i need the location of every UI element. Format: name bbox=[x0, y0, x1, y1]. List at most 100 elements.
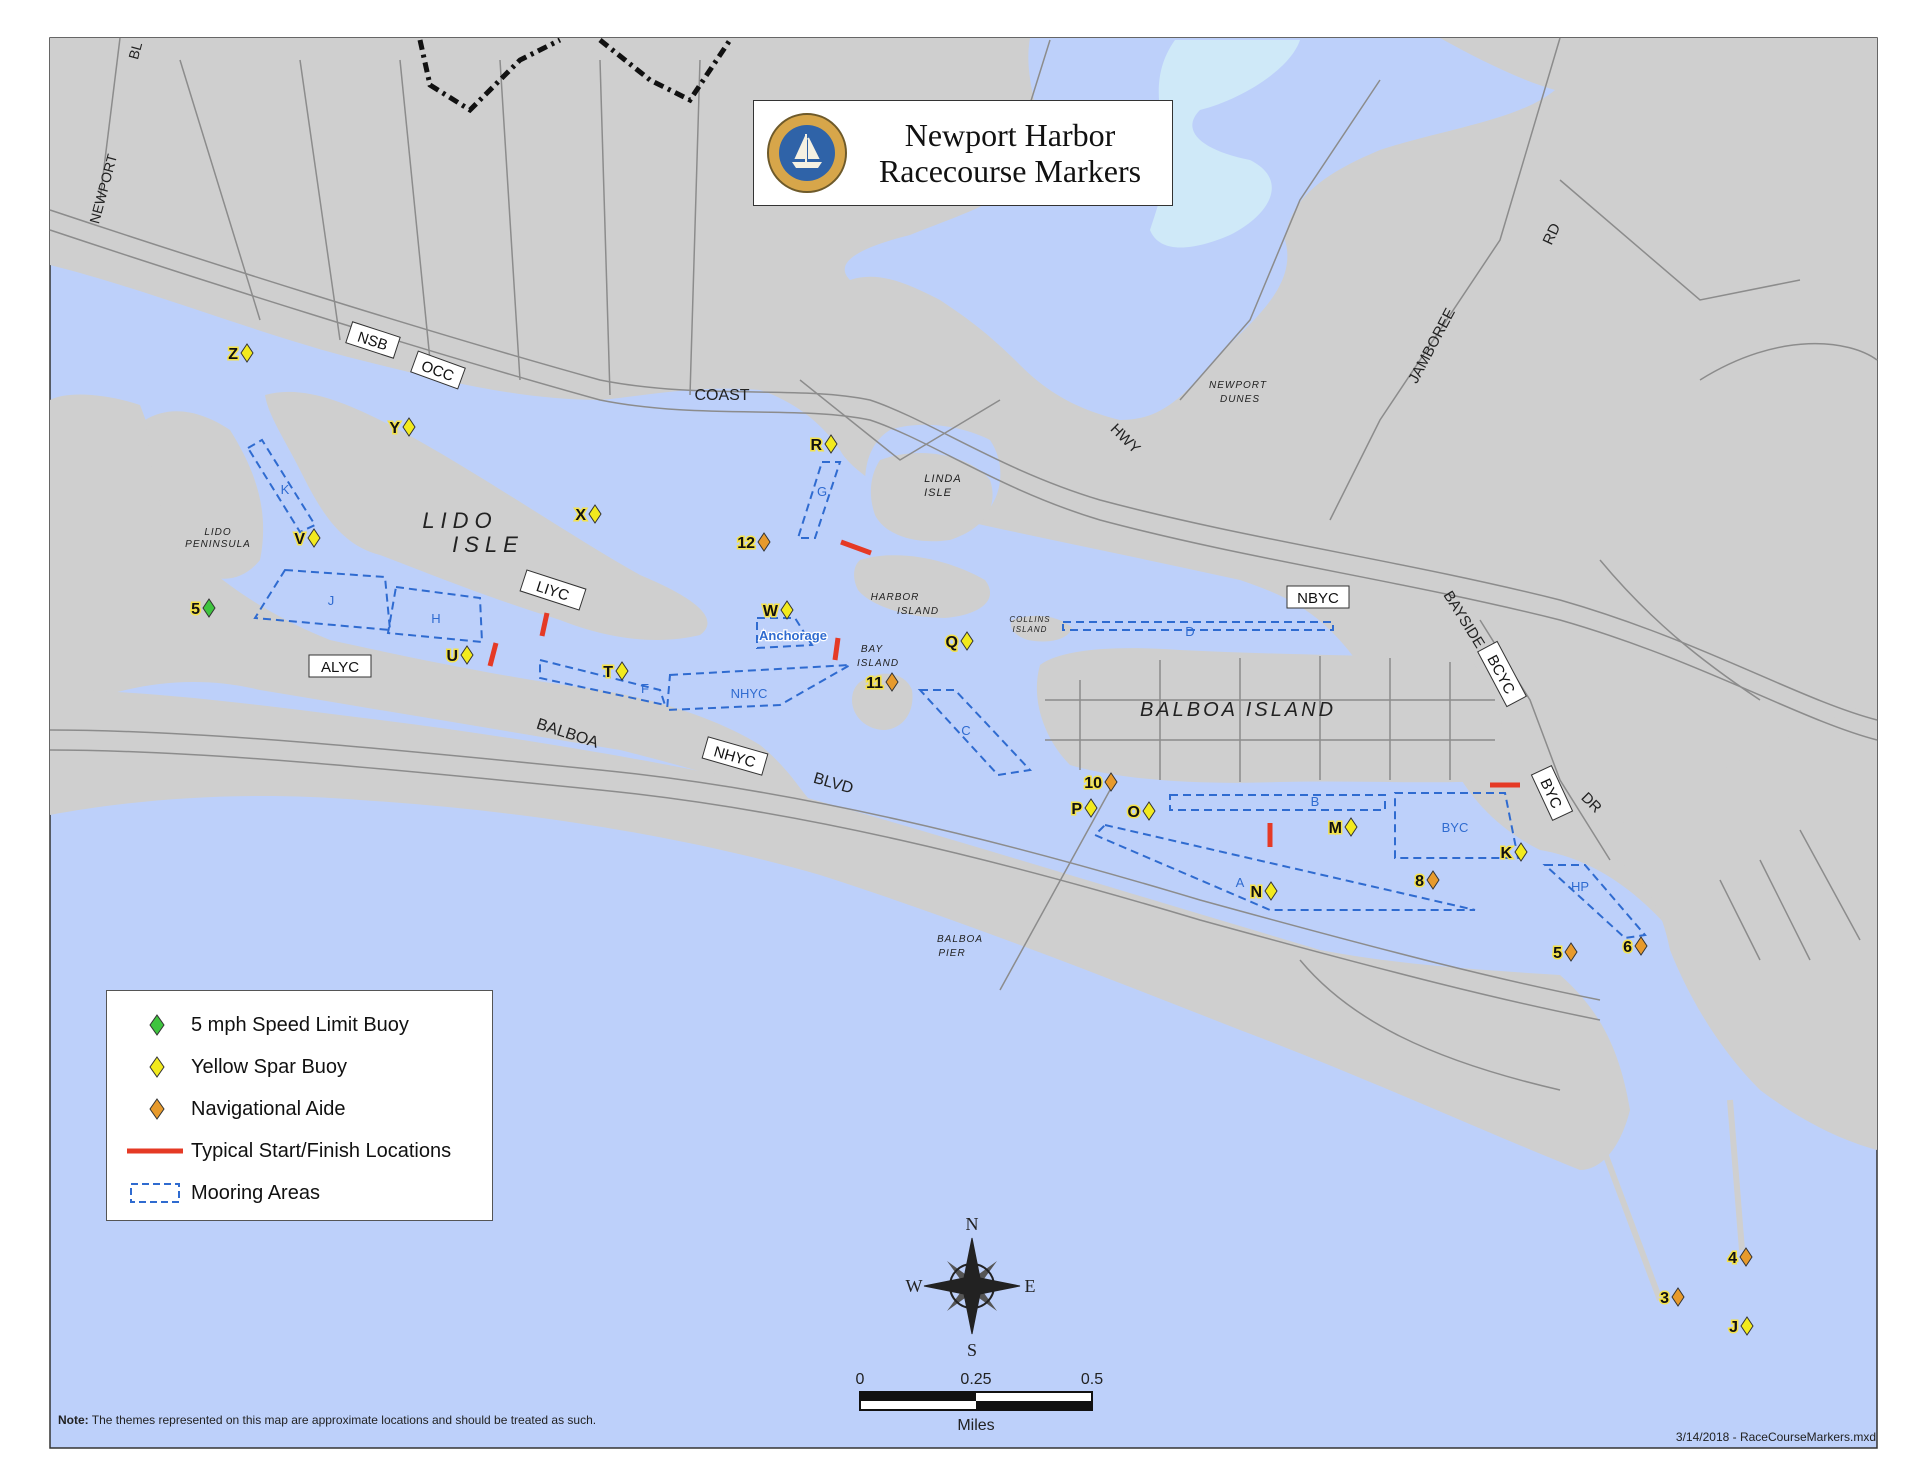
dunes-lagoon bbox=[1150, 40, 1300, 248]
harbor-island bbox=[854, 555, 991, 618]
scale-tick-1: 0.25 bbox=[960, 1371, 991, 1388]
start-finish-icon bbox=[127, 1148, 183, 1154]
svg-text:12: 12 bbox=[737, 535, 755, 552]
scale-unit: Miles bbox=[957, 1417, 994, 1434]
road-label-bl: BL bbox=[125, 40, 145, 61]
legend-label: Yellow Spar Buoy bbox=[191, 1056, 348, 1078]
collins-island-label-2: ISLAND bbox=[1013, 625, 1048, 634]
mooring-label-b: B bbox=[1311, 794, 1320, 809]
east-jetty bbox=[1727, 1099, 1745, 1251]
mooring-areas bbox=[246, 438, 1647, 940]
legend-item-nav-aide: Navigational Aide bbox=[107, 1093, 492, 1123]
svg-text:U: U bbox=[446, 648, 458, 665]
newport-dunes-label: NEWPORT bbox=[1209, 380, 1267, 391]
balboa-peninsula bbox=[50, 690, 1630, 1170]
mooring-label-hp: HP bbox=[1571, 879, 1589, 894]
compass-w: W bbox=[906, 1276, 923, 1296]
lido-peninsula bbox=[145, 411, 264, 579]
start-line-3 bbox=[840, 539, 872, 556]
linda-isle-label-2: ISLE bbox=[924, 487, 952, 499]
city-seal bbox=[767, 113, 847, 193]
svg-text:6: 6 bbox=[1623, 939, 1632, 956]
note-bold: Note: bbox=[58, 1413, 89, 1427]
svg-text:8: 8 bbox=[1415, 873, 1424, 890]
spar-buoy-icon bbox=[149, 1056, 165, 1078]
svg-text:10: 10 bbox=[1084, 775, 1102, 792]
club-alyc: ALYC bbox=[308, 654, 372, 678]
legend-item-spar-buoy: Yellow Spar Buoy bbox=[107, 1051, 492, 1081]
svg-text:11: 11 bbox=[866, 675, 883, 692]
mooring-label-h: H bbox=[431, 611, 440, 626]
linda-isle-label: LINDA bbox=[924, 473, 961, 485]
marker-spar-q: Q bbox=[944, 631, 974, 653]
harbor-island-label: HARBOR bbox=[871, 592, 920, 603]
start-line-4 bbox=[832, 637, 841, 661]
mooring-d bbox=[1062, 621, 1334, 631]
svg-text:Y: Y bbox=[389, 420, 400, 437]
mainland-north bbox=[50, 38, 1877, 1110]
svg-text:V: V bbox=[294, 531, 305, 548]
svg-text:Z: Z bbox=[228, 346, 238, 363]
marker-spar-n: N bbox=[1249, 881, 1278, 903]
balboa-pier-label: BALBOA bbox=[937, 934, 983, 945]
legend-item-speed-buoy: 5 mph Speed Limit Buoy bbox=[107, 1009, 492, 1039]
road-network bbox=[49, 37, 1878, 1091]
marker-spar-t: T bbox=[602, 661, 629, 683]
lido-isle-label: LIDO bbox=[422, 508, 497, 533]
marker-spar-v: V bbox=[293, 528, 321, 550]
mooring-nhyc bbox=[665, 664, 851, 712]
title-line-1: Newport Harbor bbox=[904, 117, 1116, 153]
club-nsb: NSB bbox=[345, 321, 401, 359]
legend-label: Mooring Areas bbox=[191, 1182, 320, 1204]
mooring-label-c: C bbox=[961, 723, 970, 738]
title-line-2: Racecourse Markers bbox=[878, 153, 1142, 189]
start-line-2 bbox=[539, 612, 550, 637]
marker-spar-p: P bbox=[1070, 798, 1098, 820]
mooring-j bbox=[253, 568, 392, 632]
mooring-a bbox=[1093, 823, 1476, 911]
newport-dunes-label-2: DUNES bbox=[1220, 394, 1260, 405]
file-stamp: 3/14/2018 - RaceCourseMarkers.mxd bbox=[1675, 1430, 1876, 1444]
mooring-f bbox=[539, 658, 667, 707]
marker-spar-k: K bbox=[1499, 842, 1528, 864]
marker-nav-11: 11 bbox=[865, 672, 899, 694]
legend-label: Typical Start/Finish Locations bbox=[191, 1140, 452, 1162]
harbor-island-label-2: ISLAND bbox=[897, 606, 939, 617]
legend-label: 5 mph Speed Limit Buoy bbox=[191, 1014, 409, 1036]
lido-peninsula-label-2: PENINSULA bbox=[185, 539, 251, 550]
mooring-c bbox=[917, 689, 1033, 777]
note-text: The themes represented on this map are a… bbox=[88, 1413, 597, 1427]
mooring-label-anchorage: Anchorage bbox=[759, 628, 827, 643]
svg-text:4: 4 bbox=[1728, 1250, 1737, 1267]
svg-text:J: J bbox=[1729, 1319, 1738, 1336]
marker-nav-12: 12 bbox=[736, 532, 771, 554]
marker-spar-m: M bbox=[1327, 817, 1358, 839]
compass-n: N bbox=[966, 1214, 979, 1234]
mooring-hp bbox=[1542, 864, 1647, 940]
marker-nav-4: 4 bbox=[1727, 1247, 1753, 1269]
scale-tick-0: 0 bbox=[856, 1371, 865, 1388]
marker-nav-3: 3 bbox=[1659, 1287, 1685, 1309]
lido-peninsula-label: LIDO bbox=[204, 527, 231, 538]
mooring-label-k: K bbox=[281, 482, 290, 497]
club-alyc-label: ALYC bbox=[321, 659, 359, 676]
compass-s: S bbox=[967, 1340, 977, 1360]
corona-del-mar bbox=[1600, 700, 1877, 1150]
bay-island-label-2: ISLAND bbox=[857, 658, 899, 669]
bay-island bbox=[852, 673, 913, 730]
mooring-g bbox=[796, 461, 842, 539]
svg-text:Q: Q bbox=[946, 634, 958, 651]
legend-item-mooring: Mooring Areas bbox=[107, 1177, 492, 1207]
svg-text:3: 3 bbox=[1660, 1290, 1669, 1307]
marker-speed-5: 5 bbox=[190, 598, 216, 620]
linda-isle bbox=[870, 452, 993, 542]
title-box: Newport Harbor Racecourse Markers bbox=[753, 100, 1173, 206]
road-label-coast: COAST bbox=[694, 387, 749, 404]
lido-isle-label-2: ISLE bbox=[452, 532, 524, 557]
svg-text:5: 5 bbox=[191, 601, 200, 618]
legend-label: Navigational Aide bbox=[191, 1098, 346, 1120]
start-finish-lines bbox=[487, 539, 1520, 847]
mooring-icon bbox=[130, 1183, 180, 1203]
